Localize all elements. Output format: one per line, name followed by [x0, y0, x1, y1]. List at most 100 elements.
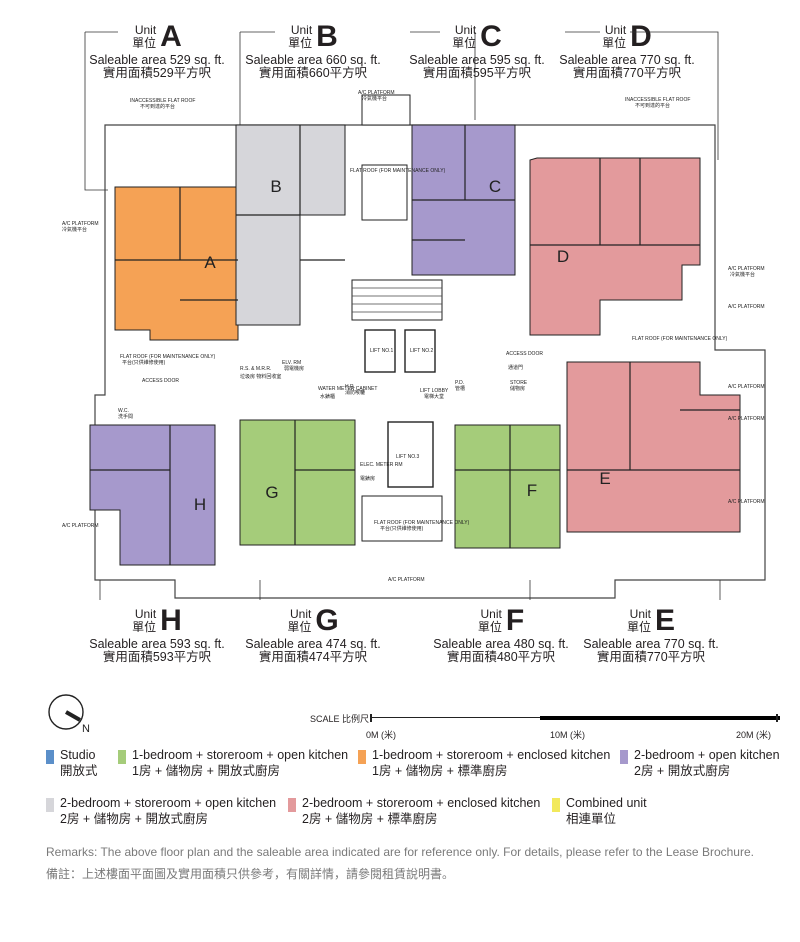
scale-bar: SCALE 比例尺 0M (米) 10M (米) 20M (米) [300, 712, 780, 742]
label-store: STORE [510, 380, 528, 386]
unit-f-area [454, 424, 561, 549]
label-elv-rm-zh: 弱電機房 [284, 365, 304, 372]
label-rs-mrr: R.S. & M.R.R. [240, 366, 271, 372]
legend-swatch [552, 798, 560, 812]
unit-letter: H [160, 604, 182, 637]
label-flat-roof-maint: FLAT ROOF (FOR MAINTENANCE ONLY) [374, 520, 470, 526]
unit-a-area [114, 186, 239, 341]
label-flat-roof-inaccessible-zh: 不可到達的平台 [140, 103, 175, 110]
label-ac-platform: A/C PLATFORM [728, 499, 765, 505]
interior-walls [90, 125, 740, 565]
label-ac-platform-zh: 冷氣機平台 [730, 271, 755, 278]
label-wc-zh: 洗手間 [118, 413, 133, 420]
label-wc: W.C. [118, 408, 129, 414]
label-access-door: ACCESS DOOR [506, 351, 543, 357]
saleable-area-en: Saleable area 595 sq. ft. [409, 53, 545, 67]
saleable-area-zh: 實用面積595平方呎 [422, 66, 532, 81]
label-ac-platform: A/C PLATFORM [358, 90, 395, 96]
building-core [351, 94, 443, 542]
label-elv-rm: ELV. RM [282, 360, 301, 366]
plan-letter-a: A [204, 253, 216, 272]
label-ac-platform: A/C PLATFORM [728, 416, 765, 422]
saleable-area-en: Saleable area 474 sq. ft. [245, 637, 381, 651]
saleable-area-en: Saleable area 480 sq. ft. [433, 637, 569, 651]
saleable-area-en: Saleable area 593 sq. ft. [89, 637, 225, 651]
label-access-door: ACCESS DOOR [142, 378, 179, 384]
legend-swatch [46, 750, 54, 764]
leader-lines [84, 31, 721, 600]
label-water-meter-zh: 水錶櫃 [320, 393, 335, 400]
north-label: N [82, 723, 90, 735]
label-lift-2: LIFT NO.2 [410, 348, 433, 354]
unit-letter: F [505, 604, 525, 637]
saleable-area-en: Saleable area 770 sq. ft. [559, 53, 695, 67]
legend-item: 1-bedroom + storeroom + enclosed kitchen… [358, 748, 610, 779]
unit-letter: D [630, 20, 652, 53]
legend-item: 2-bedroom + storeroom + enclosed kitchen… [288, 796, 540, 827]
label-flat-roof-maint: FLAT ROOF (FOR MAINTENANCE ONLY) [120, 354, 216, 360]
unit-d-area [529, 157, 701, 336]
unit-letter: A [160, 20, 182, 53]
label-flat-roof-inaccessible: INACCESSIBLE FLAT ROOF [130, 98, 195, 104]
label-access-door-zh: 通道門 [508, 364, 523, 371]
label-elec-meter-zh: 電錶房 [360, 475, 375, 482]
legend-swatch [288, 798, 296, 812]
saleable-area-zh: 實用面積660平方呎 [258, 66, 368, 81]
unit-letter: E [655, 604, 676, 637]
legend-swatch [46, 798, 54, 812]
label-ac-platform: A/C PLATFORM [728, 384, 765, 390]
remarks-zh: 備註：上述樓面平面圖及實用面積只供參考，有關詳情，請參閱租賃說明書。 [46, 867, 455, 881]
scale-tick-10: 10M (米) [550, 730, 586, 740]
plan-letter-g: G [265, 483, 278, 502]
label-ac-platform: A/C PLATFORM [62, 523, 99, 529]
unit-letter: B [316, 20, 338, 53]
scale-tick-0: 0M (米) [366, 730, 396, 740]
label-ac-platform: A/C PLATFORM [388, 577, 425, 583]
plan-letter-f: F [527, 481, 537, 500]
remarks-en: Remarks: The above floor plan and the sa… [46, 845, 754, 859]
legend-swatch [118, 750, 126, 764]
unit-g-area [239, 419, 356, 546]
label-pd-zh: 管槽 [455, 385, 465, 392]
plan-letter-d: D [557, 247, 569, 266]
scale-tick-20: 20M (米) [736, 730, 772, 740]
label-ac-platform: A/C PLATFORM [62, 221, 99, 227]
saleable-area-zh: 實用面積480平方呎 [446, 650, 556, 665]
label-store-zh: 儲物房 [510, 385, 525, 392]
label-ac-platform-zh: 冷氣機平台 [62, 226, 87, 233]
label-flat-roof-maint-zh: 平台(只供維修使用) [122, 359, 166, 366]
label-pd: P.D. [455, 380, 464, 386]
label-water-meter: WATER METER CABINET [318, 386, 377, 392]
label-hr: H.R. [345, 384, 355, 390]
label-flat-roof-inaccessible-zh: 不可到達的平台 [635, 102, 670, 109]
unit-h-area [89, 424, 216, 566]
label-flat-roof-maint: FLAT ROOF (FOR MAINTENANCE ONLY) [350, 168, 446, 174]
label-lift-lobby: LIFT LOBBY [420, 388, 449, 394]
north-arrow-icon: N [48, 694, 90, 735]
floor-plan: A B C D E F G H INACCESSIBLE FLAT ROOF 不… [62, 31, 766, 600]
label-lift-1: LIFT NO.1 [370, 348, 393, 354]
saleable-area-en: Saleable area 660 sq. ft. [245, 53, 381, 67]
scale-title: SCALE 比例尺 [310, 714, 370, 724]
label-flat-roof-inaccessible: INACCESSIBLE FLAT ROOF [625, 97, 690, 103]
unit-letter: C [480, 20, 502, 53]
saleable-area-zh: 實用面積474平方呎 [258, 650, 368, 665]
unit-e-area [566, 361, 741, 533]
saleable-area-zh: 實用面積593平方呎 [102, 650, 212, 665]
label-flat-roof-maint: FLAT ROOF (FOR MAINTENANCE ONLY) [632, 336, 728, 342]
saleable-area-zh: 實用面積770平方呎 [572, 66, 682, 81]
label-ac-platform: A/C PLATFORM [728, 266, 765, 272]
plan-letter-h: H [194, 495, 206, 514]
saleable-area-zh: 實用面積770平方呎 [596, 650, 706, 665]
label-lift-3: LIFT NO.3 [396, 454, 419, 460]
label-ac-platform-zh: 冷氣機平台 [362, 95, 387, 102]
